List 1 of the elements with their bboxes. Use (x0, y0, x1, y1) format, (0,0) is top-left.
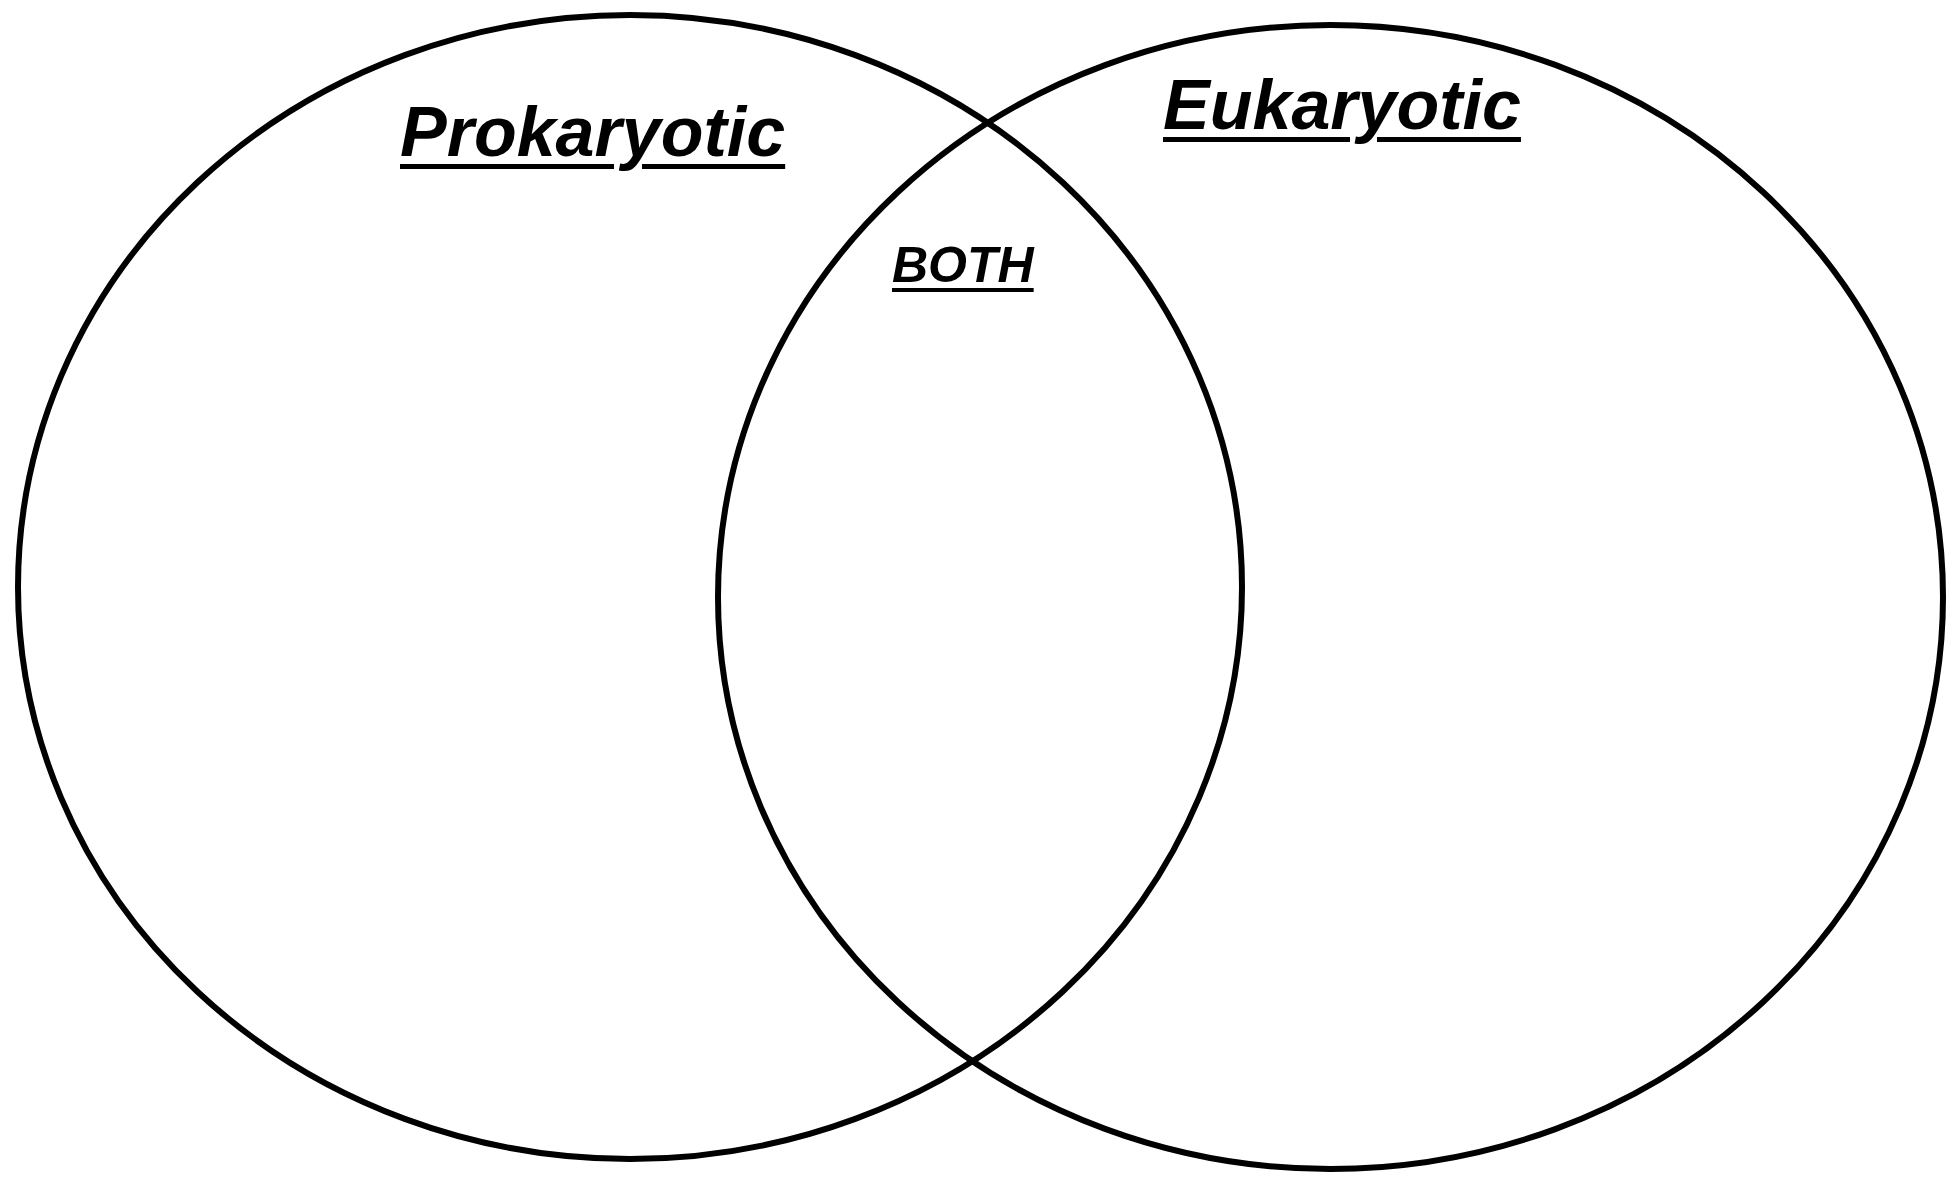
overlap-label: BOTH (892, 240, 1034, 290)
